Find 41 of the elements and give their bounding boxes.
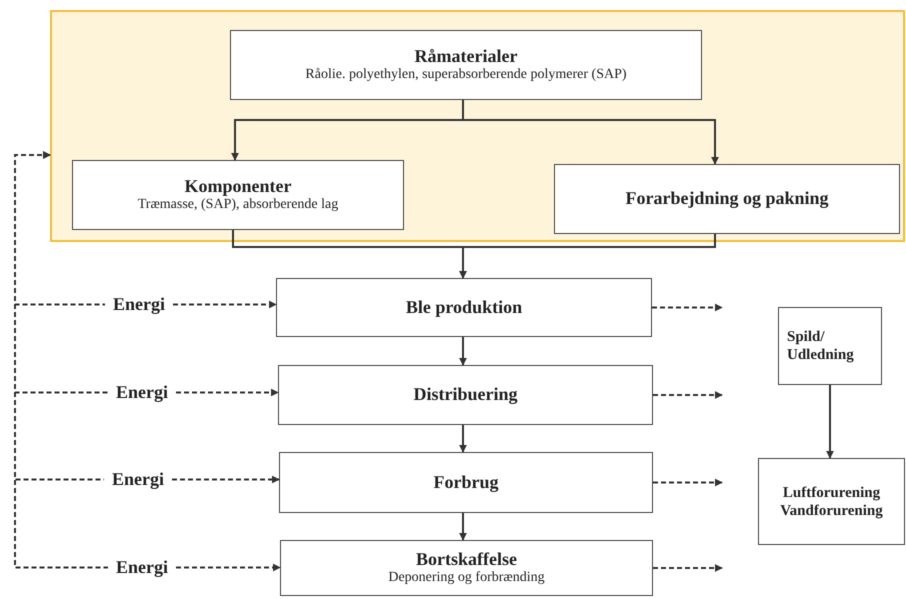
energy-label: Energi [105, 294, 173, 315]
arrow [826, 385, 834, 459]
arrow [652, 304, 723, 312]
arrow [173, 300, 277, 308]
process-box [279, 452, 653, 513]
arrow [459, 234, 716, 279]
process-box [778, 307, 882, 385]
process-box [758, 458, 905, 545]
box-title: Spild/ Udledning [787, 328, 855, 364]
box-description: Træmasse, (SAP), absorberende lag [138, 197, 338, 214]
arrow [14, 151, 108, 568]
arrow [459, 425, 467, 453]
box-title: Komponenter [184, 176, 292, 198]
process-box [278, 365, 653, 425]
box-description: Råolie. polyethylen, superabsorberende polymerer (SAP) [305, 67, 627, 84]
box-description: Deponering og forbrænding [388, 570, 545, 588]
energy-label: Energi [108, 557, 176, 578]
process-box [276, 278, 652, 337]
box-title: Luftforurening Vandforurening [779, 484, 884, 520]
arrow [176, 388, 279, 396]
arrow [459, 513, 467, 541]
group-panel [50, 10, 905, 242]
box-title: Ble produktion [406, 296, 522, 318]
energy-label: Energi [104, 469, 172, 490]
process-box [280, 540, 653, 596]
arrow [653, 391, 723, 399]
process-box [554, 164, 900, 234]
box-title: Forarbejdning og pakning [625, 188, 829, 210]
process-box [72, 160, 404, 230]
arrow [653, 564, 723, 572]
arrow [653, 478, 723, 486]
box-title: Forbrug [434, 472, 498, 494]
box-title: Distribuering [413, 384, 518, 406]
arrow [462, 100, 719, 165]
arrow [459, 337, 467, 366]
box-title: Bortskaffelse [416, 548, 517, 570]
process-box [230, 30, 702, 100]
arrow [172, 476, 280, 484]
energy-label: Energi [108, 382, 176, 403]
box-title: Råmaterialer [414, 46, 518, 68]
arrow [176, 564, 281, 572]
